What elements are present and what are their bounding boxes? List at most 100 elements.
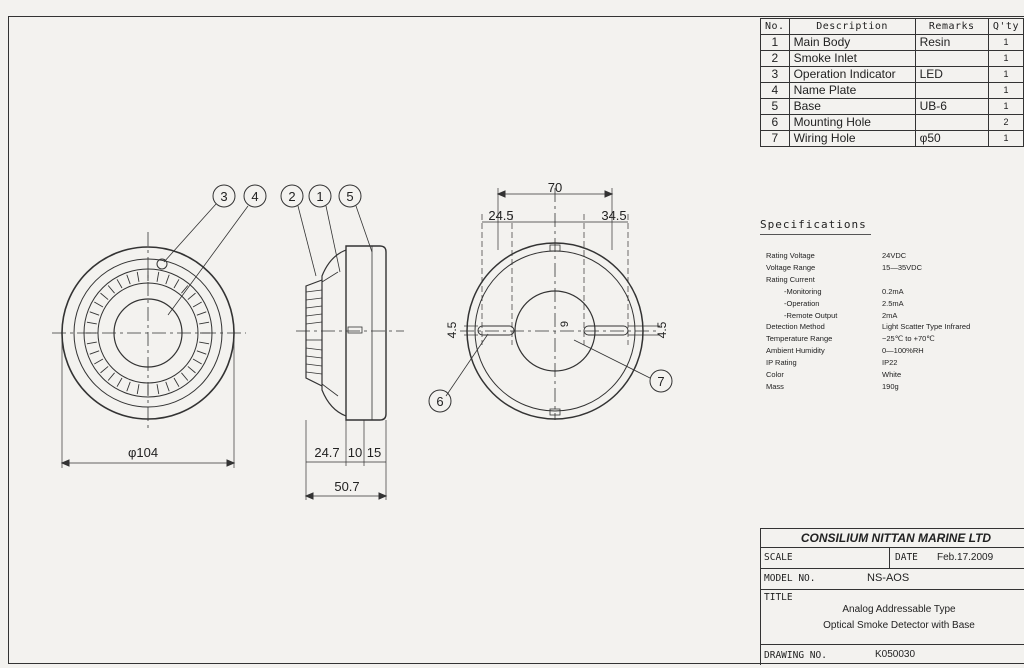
spec-value: 0—100%RH [882,346,924,356]
spec-label: Detection Method [766,322,825,332]
header-no: No. [760,18,790,35]
inlet-slot [136,384,140,395]
svg-text:24.5: 24.5 [488,208,513,223]
inlet-slot [116,377,123,387]
spec-label: Voltage Range [766,262,816,272]
inlet-slot [199,341,210,345]
inlet-slot [100,292,109,300]
callout-5: 5 [338,184,362,208]
title-line-1: Analog Addressable Type [842,604,956,615]
svg-text:34.5: 34.5 [601,208,626,223]
svg-text:24.7: 24.7 [314,445,339,460]
date-value: Feb.17.2009 [937,552,994,563]
inlet-slot [187,366,196,374]
spec-value: White [882,370,902,380]
callout-4: 4 [243,184,267,208]
parts-table-header: No. Description Remarks Q'ty [760,18,1024,35]
inlet-slot [136,271,140,282]
inlet-slot [126,274,131,285]
specifications-title: Specifications [760,218,871,235]
spec-label: -Operation [784,298,820,308]
inlet-slot [181,372,189,381]
inlet-slot [86,341,97,345]
inlet-slot [165,274,170,285]
spec-row: Voltage Range 15—35VDC [766,262,970,274]
company-name: CONSILIUM NITTAN MARINE LTD [800,531,992,545]
model-value: NS-AOS [867,572,910,584]
spec-label: Color [766,370,784,380]
inlet-slot [94,358,104,365]
svg-text:2: 2 [288,189,295,204]
front-view: 3 4 φ104 [52,184,267,468]
model-label: MODEL NO. [764,573,816,584]
svg-text:4.5: 4.5 [655,321,669,338]
callout-3: 3 [212,184,236,208]
front-diameter-label: φ104 [128,445,158,460]
inlet-slot [86,321,97,325]
header-remarks: Remarks [914,18,989,35]
svg-text:1: 1 [316,189,323,204]
inlet-slot [100,366,109,374]
spec-label: -Remote Output [784,310,838,320]
header-description: Description [788,18,916,35]
inlet-slot [126,381,131,392]
inlet-slot [192,358,202,365]
svg-text:10: 10 [348,445,362,460]
callout-1: 1 [308,184,332,208]
svg-text:70: 70 [548,180,562,195]
drawing-no-row: DRAWING NO. K050030 [761,645,1024,665]
inlet-slot [196,350,207,355]
model-row: MODEL NO. NS-AOS [761,569,1024,590]
inlet-slot [192,301,202,308]
svg-text:3: 3 [220,189,227,204]
inlet-slot [173,377,180,387]
header-qty: Q'ty [987,18,1024,35]
svg-text:15: 15 [367,445,381,460]
inlet-slot [156,271,160,282]
spec-label: -Monitoring [784,286,822,296]
spec-row: Color White [766,369,970,381]
inlet-slot [181,285,189,294]
spec-row: -Remote Output 2mA [766,310,970,322]
inlet-slot [89,350,100,355]
side-view: 2 1 5 24.7 10 15 50.7 [280,184,404,500]
spec-label: Rating Voltage [766,251,815,260]
svg-text:5: 5 [346,189,353,204]
spec-value: 0.2mA [882,286,904,296]
spec-value: 2.5mA [882,298,904,308]
inlet-slot [107,372,115,381]
spec-row: Temperature Range −25℃ to +70℃ [766,333,970,345]
scale-label: SCALE [764,552,793,563]
spec-value: 2mA [882,310,898,320]
inlet-slot [196,311,207,316]
svg-text:6: 6 [436,394,443,409]
svg-text:7: 7 [657,374,664,389]
title-line-2: Optical Smoke Detector with Base [823,620,975,631]
spec-label: Temperature Range [766,334,833,344]
spec-label: Mass [766,381,784,391]
spec-label: IP Rating [766,358,797,368]
svg-text:4: 4 [251,189,258,204]
spec-value: −25℃ to +70℃ [882,334,935,344]
callout-7: 7 [649,369,673,393]
inlet-slot [116,279,123,289]
spec-row: Rating Current [766,274,970,286]
inlet-slot [199,321,210,325]
inlet-slot [187,292,196,300]
callout-2: 2 [280,184,304,208]
spec-value: 15—35VDC [882,262,923,272]
